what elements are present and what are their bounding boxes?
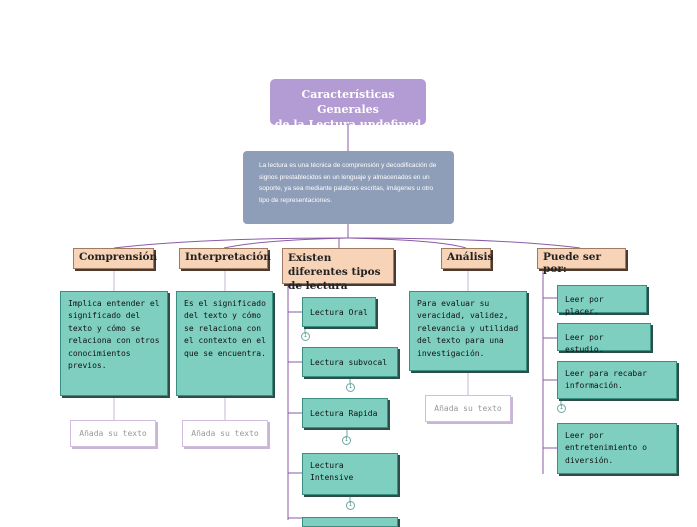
collapse-badge-icon[interactable]: 1 (301, 332, 310, 341)
branch-analisis-text[interactable]: Para evaluar su veracidad, validez, rele… (409, 291, 527, 371)
root-title-node[interactable]: Características Generales de la Lectura … (270, 79, 426, 131)
branch-puede-title[interactable]: Puede ser por: (537, 248, 626, 275)
collapse-badge-icon[interactable]: 1 (346, 383, 355, 392)
tipos-item-lectura-oral[interactable]: Lectura Oral (302, 297, 376, 327)
tipos-item-lectura-rapida[interactable]: Lectura Rapida (302, 398, 388, 428)
description-node[interactable]: La lectura es una técnica de comprensión… (243, 151, 454, 224)
branch-comprension-title[interactable]: Comprensión (73, 248, 157, 269)
puede-item-entretenimiento[interactable]: Leer por entretenimiento o diversión. (557, 423, 677, 474)
puede-item-informacion[interactable]: Leer para recabar información. (557, 361, 677, 399)
root-title-line2: de la Lectura undefined (274, 118, 422, 131)
collapse-badge-icon[interactable]: 1 (342, 436, 351, 445)
tipos-item-lectura-intensive[interactable]: Lectura Intensive (302, 453, 398, 495)
branch-interpretacion-placeholder[interactable]: Añada su texto (182, 420, 268, 447)
branch-analisis-placeholder[interactable]: Añada su texto (425, 395, 511, 422)
branch-comprension-text[interactable]: Implica entender el significado del text… (60, 291, 168, 396)
branch-tipos-title[interactable]: Existen diferentes tipos de lectura (282, 248, 394, 292)
branch-comprension-placeholder[interactable]: Añada su texto (70, 420, 156, 447)
collapse-badge-icon[interactable]: 1 (557, 404, 566, 413)
puede-item-estudio[interactable]: Leer por estudio. (557, 323, 651, 354)
branch-analisis-title[interactable]: Análisis (441, 248, 493, 269)
tipos-item-lectura-subvocal[interactable]: Lectura subvocal (302, 347, 398, 377)
branch-interpretacion-text[interactable]: Es el significado del texto y cómo se re… (176, 291, 273, 396)
branch-interpretacion-title[interactable]: Interpretación (179, 248, 271, 269)
tipos-item-next[interactable] (302, 517, 398, 527)
collapse-badge-icon[interactable]: 1 (346, 501, 355, 510)
puede-item-placer[interactable]: Leer por placer. (557, 285, 647, 316)
root-title-line1: Características Generales (301, 88, 395, 116)
